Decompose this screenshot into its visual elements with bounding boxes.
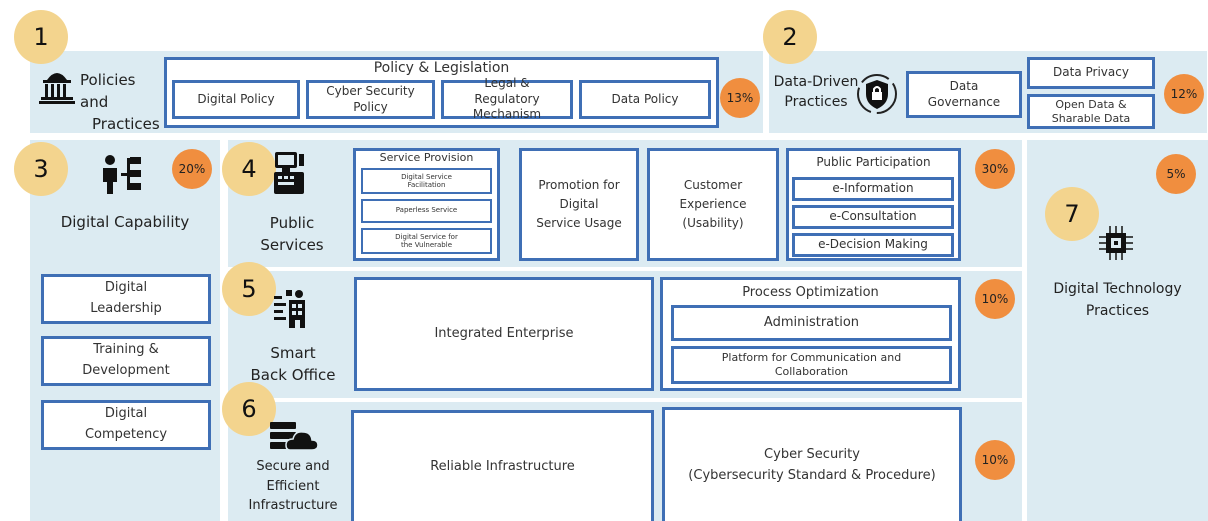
integrated-enterprise-box: Integrated Enterprise	[354, 277, 654, 391]
number-badge-3: 3	[14, 142, 68, 196]
government-building-icon	[39, 73, 75, 104]
number-badge-5: 5	[222, 262, 276, 316]
digital-leadership-box: Digital Leadership	[41, 274, 211, 324]
percent-badge-4: 30%	[975, 149, 1015, 189]
data-driven-title: Data-Driven Practices	[773, 74, 859, 111]
number-badge-6: 6	[222, 382, 276, 436]
smart-back-office-title: Smart Back Office	[250, 344, 336, 384]
cyber-security-box: Cyber Security (Cybersecurity Standard &…	[662, 407, 962, 521]
customer-experience-box: Customer Experience (Usability)	[647, 148, 779, 261]
digital-service-vulnerable-box: Digital Service for the Vulnerable	[361, 228, 492, 254]
public-participation-title: Public Participation	[816, 155, 931, 169]
percent-badge-1: 13%	[720, 78, 760, 118]
open-data-box: Open Data & Sharable Data	[1027, 94, 1155, 129]
secure-infrastructure-title: Secure and Efficient Infrastructure	[248, 459, 338, 513]
process-optimization-title: Process Optimization	[742, 285, 879, 300]
cyber-security-subtitle: (Cybersecurity Standard & Procedure)	[688, 467, 936, 483]
org-chart-icon	[103, 155, 141, 194]
digital-technology-title: Digital Technology Practices	[1053, 281, 1182, 320]
digital-service-facilitation-box: Digital Service Facilitation	[361, 168, 492, 194]
number-badge-2: 2	[763, 10, 817, 64]
public-services-title: Public Services	[260, 214, 324, 254]
policy-legislation-title: Policy & Legislation	[373, 60, 510, 76]
training-development-box: Training & Development	[41, 336, 211, 386]
service-terminal-icon	[274, 152, 304, 194]
digital-policy-box: Digital Policy	[172, 80, 300, 119]
data-privacy-box: Data Privacy	[1027, 57, 1155, 89]
cyber-security-policy-box: Cyber Security Policy	[306, 80, 435, 119]
shield-lock-icon	[857, 74, 897, 114]
digital-capability-panel	[30, 140, 220, 521]
legal-regulatory-box: Legal & Regulatory Mechanism	[441, 76, 573, 121]
server-cloud-icon	[270, 422, 319, 451]
e-consultation-box: e-Consultation	[792, 205, 954, 229]
e-information-box: e-Information	[792, 177, 954, 201]
e-decision-making-box: e-Decision Making	[792, 233, 954, 257]
number-badge-7: 7	[1045, 187, 1099, 241]
percent-badge-6: 10%	[975, 440, 1015, 480]
percent-badge-2: 12%	[1164, 74, 1204, 114]
cyber-security-title: Cyber Security	[764, 446, 860, 462]
percent-badge-5: 10%	[975, 279, 1015, 319]
promotion-box: Promotion for Digital Service Usage	[519, 148, 639, 261]
administration-box: Administration	[671, 305, 952, 341]
data-policy-box: Data Policy	[579, 80, 711, 119]
paperless-service-box: Paperless Service	[361, 199, 492, 223]
percent-badge-7: 5%	[1156, 154, 1196, 194]
digital-capability-title: Digital Capability	[60, 213, 190, 231]
chip-icon	[1099, 226, 1133, 260]
digital-competency-box: Digital Competency	[41, 400, 211, 450]
data-governance-box: Data Governance	[906, 71, 1022, 118]
policies-title: Policies and Practices	[80, 71, 160, 133]
number-badge-1: 1	[14, 10, 68, 64]
service-provision-title: Service Provision	[379, 151, 474, 164]
office-building-icon	[274, 290, 305, 328]
percent-badge-3: 20%	[172, 149, 212, 189]
reliable-infrastructure-box: Reliable Infrastructure	[351, 410, 654, 521]
platform-communication-box: Platform for Communication and Collabora…	[671, 346, 952, 384]
number-badge-4: 4	[222, 142, 276, 196]
